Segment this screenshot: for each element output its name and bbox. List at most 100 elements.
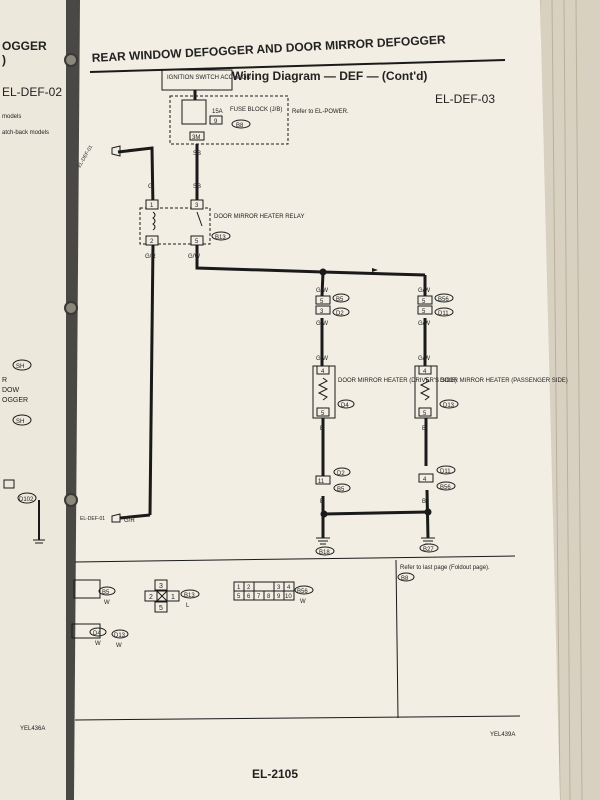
connector-pin: 4 xyxy=(423,477,427,483)
connector-pin: 3 xyxy=(277,585,281,591)
heater-pin-box xyxy=(316,365,330,375)
fuse-terminal: 3M xyxy=(192,135,200,141)
sh-icon xyxy=(12,414,32,426)
connector-pin: 5 xyxy=(320,299,324,305)
heater-label: DOOR MIRROR HEATER (DRIVER'S SIDE) xyxy=(338,378,457,384)
connector-badge xyxy=(111,629,129,639)
refer-foldout: Refer to last page (Foldout page). xyxy=(400,565,490,571)
views-divider xyxy=(395,559,399,719)
wire-label-gw: G/W xyxy=(188,254,200,260)
connector-cell xyxy=(166,590,180,602)
connector-pin: 2 xyxy=(247,585,251,591)
connector-pin: 1 xyxy=(237,585,241,591)
connector-code: B5 xyxy=(337,487,345,493)
connector-cell xyxy=(154,579,168,591)
wire-label-gr: G/R xyxy=(145,254,156,260)
wire-label: G/W xyxy=(316,288,328,294)
connector-badge xyxy=(332,293,350,303)
relay-pin-box xyxy=(145,199,159,210)
figure-code: YEL439A xyxy=(490,732,515,738)
heater-label: DOOR MIRROR HEATER (PASSENGER SIDE) xyxy=(440,378,568,384)
wire-label-sb2: SB xyxy=(193,184,201,190)
connector-pin-box xyxy=(315,305,331,315)
fuse-number: 9 xyxy=(214,119,218,125)
page-subtitle: Wiring Diagram — DEF — (Cont'd) xyxy=(232,69,427,83)
relay-conn-badge xyxy=(211,231,231,241)
left-legend-fragment: DOW xyxy=(2,387,20,394)
connector-cell xyxy=(154,601,168,613)
connector-badge xyxy=(333,483,351,493)
ref-bottom: EL-DEF-01 G/R xyxy=(80,513,135,524)
title-rule xyxy=(89,59,506,73)
wire-label: B xyxy=(422,499,426,505)
connector-color: W xyxy=(300,599,306,605)
connector-pin: 3 xyxy=(320,309,324,315)
connector-pin: 7 xyxy=(257,594,261,600)
ground-icon xyxy=(316,537,330,545)
heater-pin: 4 xyxy=(321,369,325,375)
wire-label-sb: SB xyxy=(193,151,201,157)
connector-badge xyxy=(434,293,454,303)
resistor-icon xyxy=(317,377,329,401)
connector-view-d4-d13: D4 W D13 W xyxy=(71,623,129,649)
wire-label: G/W xyxy=(418,288,430,294)
heater-pin-box xyxy=(316,407,330,417)
connector-badge xyxy=(434,307,454,317)
connector-color: W xyxy=(116,643,122,649)
heater-conn-badge xyxy=(439,399,459,409)
connector-pin: 2 xyxy=(149,594,153,601)
connector-pin-box xyxy=(417,295,433,305)
heater-pin-box xyxy=(418,407,432,417)
left-connector-code xyxy=(17,492,37,504)
refer-badge xyxy=(397,572,415,582)
page-number: EL-2105 xyxy=(252,767,298,781)
main-page xyxy=(74,0,560,800)
relay-pin: 3 xyxy=(195,203,199,209)
connector-pin: 10 xyxy=(285,594,292,600)
wire-gw-main xyxy=(195,244,426,277)
wire-label: G/W xyxy=(418,356,430,362)
connector-code: B56 xyxy=(438,297,449,303)
connector-pin: 11 xyxy=(318,479,325,485)
heater-pin: 5 xyxy=(423,411,427,417)
left-text-fragment: models xyxy=(2,114,21,120)
connector-badge xyxy=(332,307,350,317)
current-arrow xyxy=(372,268,378,272)
left-text-fragment: atch-back models xyxy=(2,130,49,136)
connector-code: B56 xyxy=(440,485,451,491)
relay-conn: B13 xyxy=(215,235,226,241)
fuse-terminal-box xyxy=(189,131,205,141)
connector-view-b5: B5 W xyxy=(73,579,116,606)
left-legend-fragment: OGGER xyxy=(2,397,28,404)
sh-icon-label: SH xyxy=(16,419,24,425)
left-diagram-code: EL-DEF-02 xyxy=(2,85,62,99)
wire-label: G/W xyxy=(418,321,430,327)
left-connector xyxy=(3,479,15,489)
ref-bottom-label: EL-DEF-01 xyxy=(80,516,105,522)
relay-switch-icon xyxy=(196,211,203,227)
ground-badge xyxy=(419,543,439,553)
left-title-fragment: ) xyxy=(2,53,6,67)
relay-pin-box xyxy=(190,235,204,246)
fuse-amperage: 15A xyxy=(212,109,223,115)
fuse-block-outline xyxy=(169,95,289,145)
relay-label: DOOR MIRROR HEATER RELAY xyxy=(214,214,304,220)
relay-pin-box xyxy=(145,235,159,246)
wire-ground-link xyxy=(323,510,429,516)
wire-label: G/W xyxy=(316,356,328,362)
relay-outline xyxy=(139,207,211,245)
connector-badge xyxy=(89,627,107,637)
fuse-block-label: FUSE BLOCK (J/B) xyxy=(230,107,282,113)
connector-badge xyxy=(436,465,456,475)
wire-label: B xyxy=(320,426,324,432)
left-figure-code: YEL436A xyxy=(20,726,45,732)
diagram-code: EL-DEF-03 xyxy=(435,92,495,106)
relay-pin-box xyxy=(190,199,204,210)
fuse-conn-code: B8 xyxy=(236,123,244,129)
heater-conn: D4 xyxy=(341,403,349,409)
refer-code: B8 xyxy=(401,576,409,582)
wire-g xyxy=(117,146,155,209)
views-top-rule xyxy=(74,555,516,563)
connector-color: W xyxy=(104,600,110,606)
